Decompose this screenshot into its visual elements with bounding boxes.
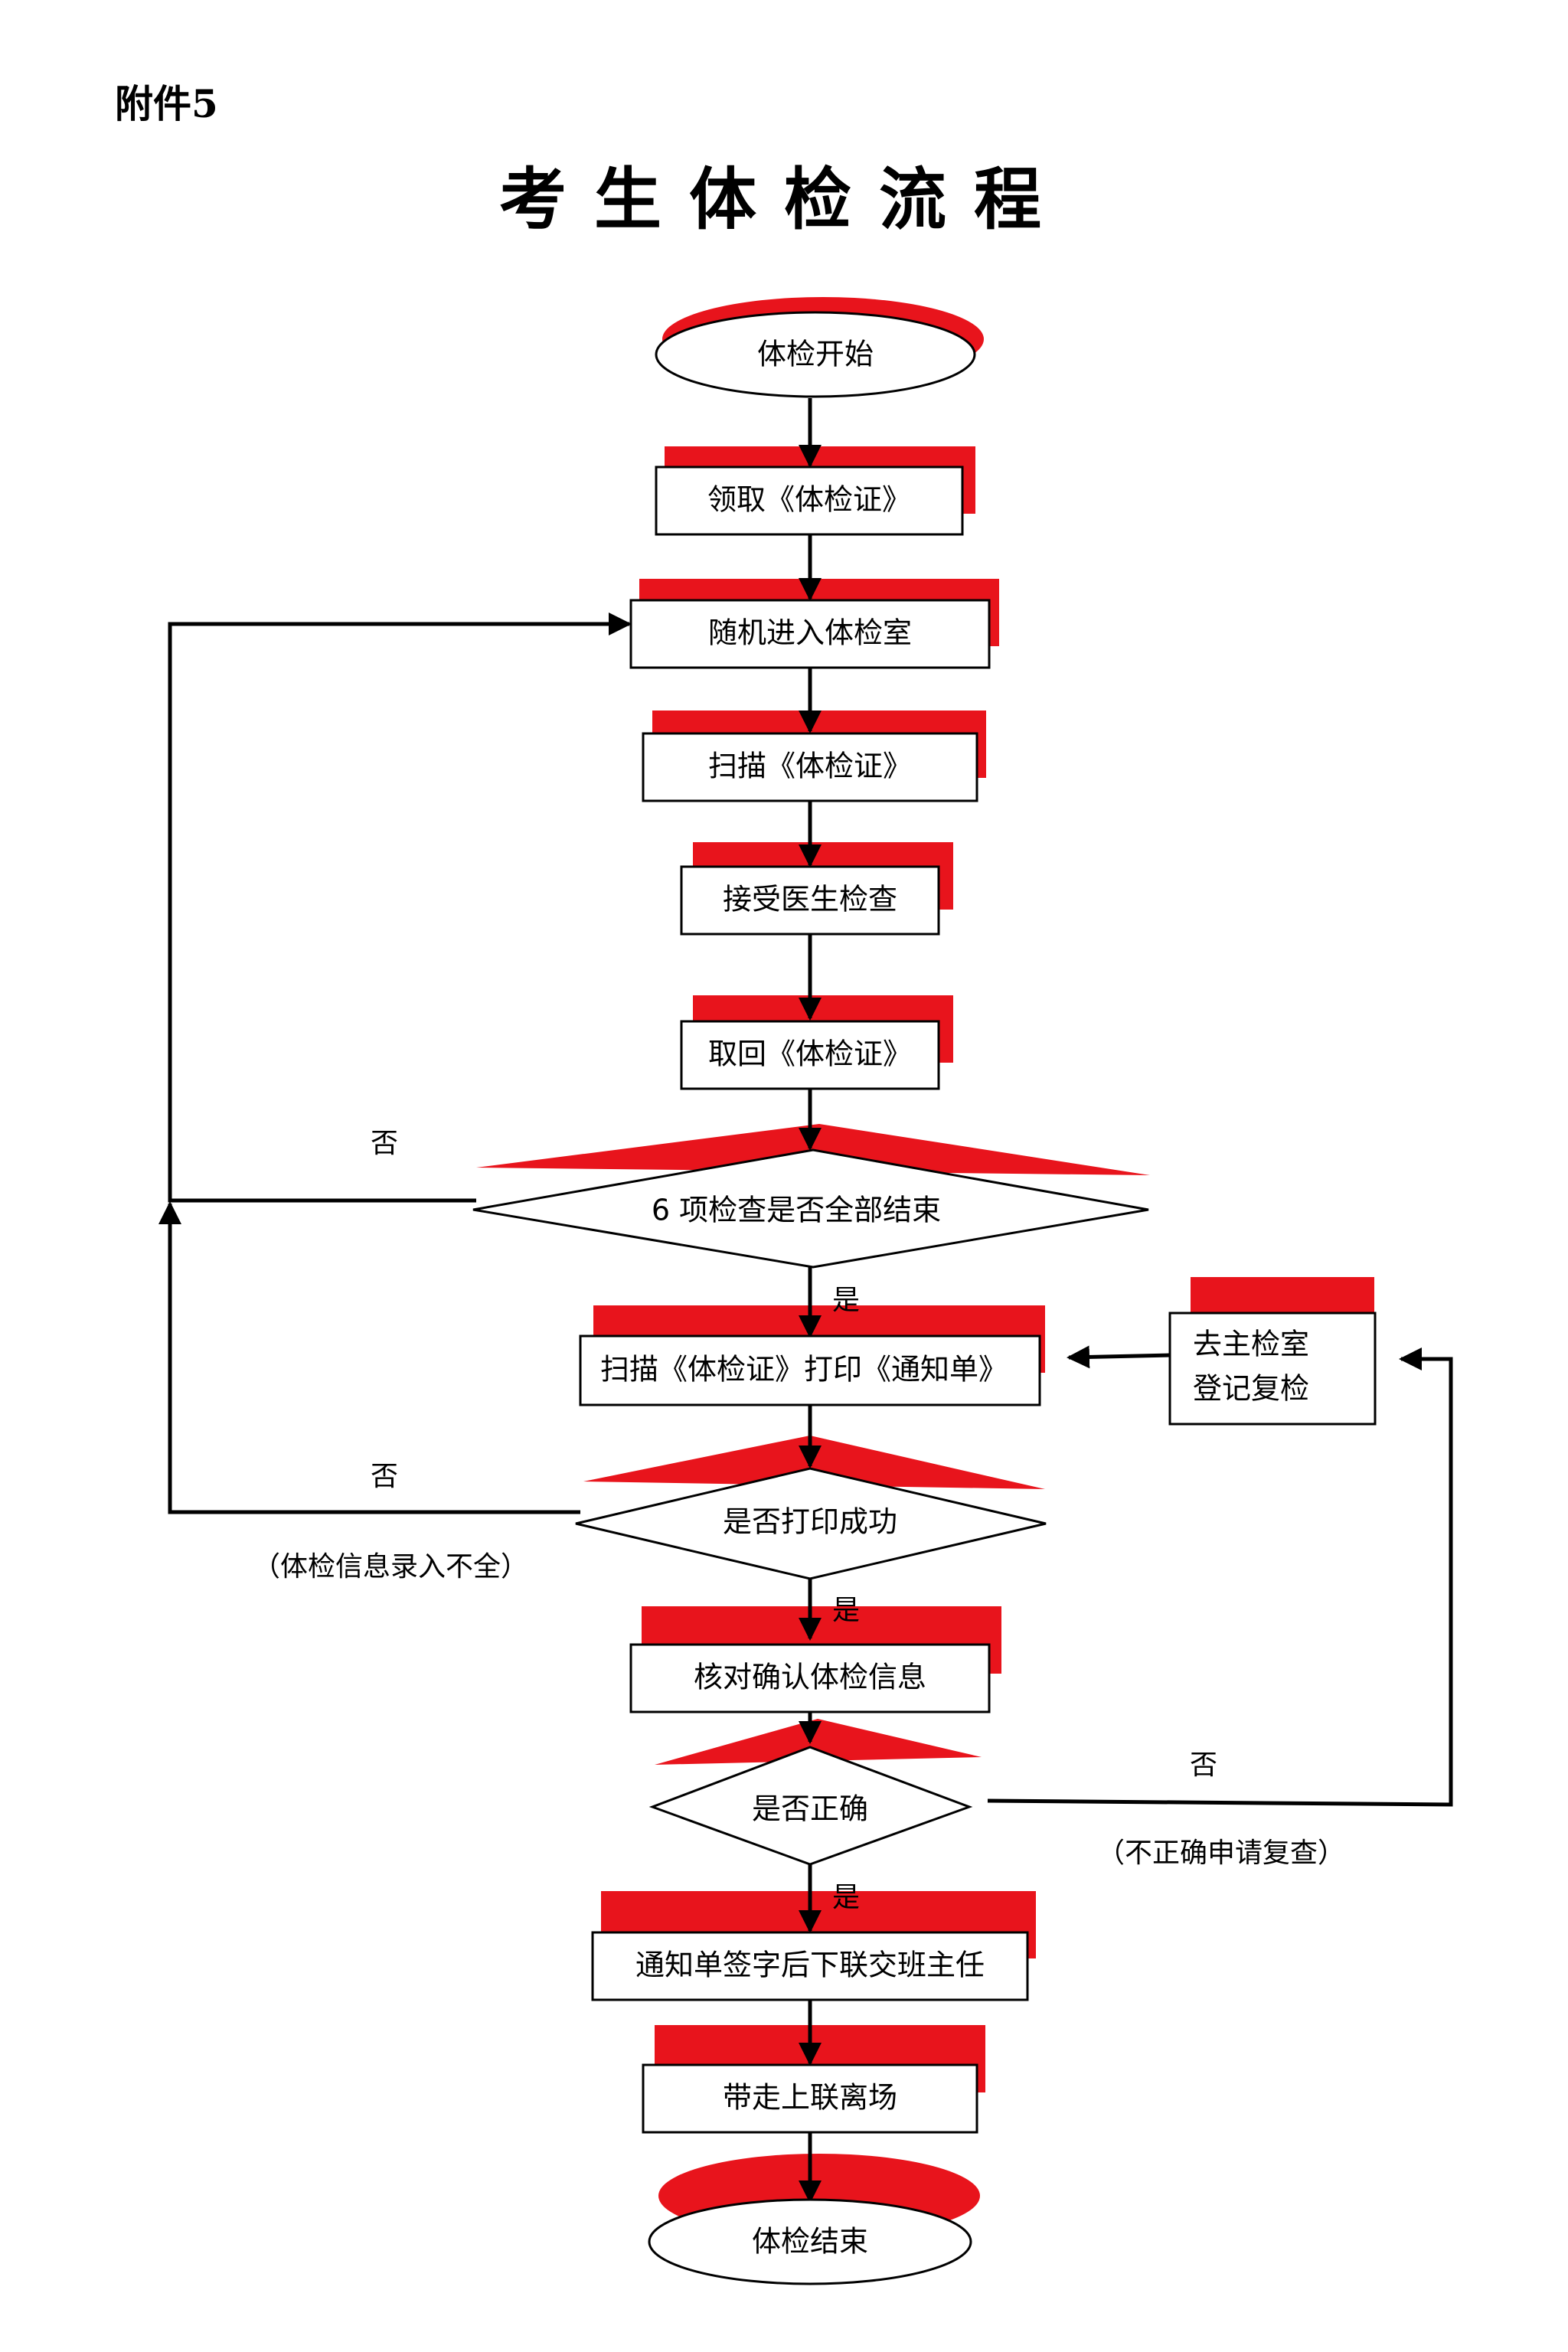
check-all-done-node (472, 1148, 1149, 1269)
retrieve-card-text: 取回《体检证》 (708, 1037, 912, 1071)
sign-notice-text: 通知单签字后下联交班主任 (635, 1949, 985, 1982)
verify-info-node (629, 1643, 991, 1713)
page-title: 考生体检流程 (498, 159, 1069, 239)
is-correct-node (648, 1746, 973, 1866)
loop-check-no (168, 612, 632, 1203)
end-text: 体检结束 (752, 2225, 868, 2259)
doctor-exam-text: 接受医生检查 (723, 883, 897, 916)
label-no-3: 否 (1190, 1749, 1217, 1781)
label-yes-1: 是 (832, 1285, 860, 1316)
recheck-text-line2: 登记复检 (1193, 1372, 1309, 1406)
annex-label: 附件5 (115, 81, 218, 126)
verify-info-text: 核对确认体检信息 (694, 1661, 926, 1694)
start-text: 体检开始 (757, 338, 874, 371)
scan-card-node (642, 732, 978, 802)
start-node (655, 311, 976, 398)
node-layer (472, 311, 1377, 2285)
is-correct-text: 是否正确 (752, 1792, 868, 1826)
label-yes-3: 是 (832, 1882, 860, 1913)
enter-room-node (629, 599, 991, 669)
node-text-layer: 体检开始 领取《体检证》 随机进入体检室 扫描《体检证》 接受医生检查 取回《体… (600, 338, 1309, 2259)
get-card-text: 领取《体检证》 (707, 483, 911, 517)
branch-label-layer: 否 是 否 （体检信息录入不全） 是 否 （不正确申请复查） 是 (253, 1128, 1345, 1913)
scan-print-node (579, 1334, 1041, 1406)
loop-correct-no (987, 1348, 1453, 1807)
label-yes-2: 是 (832, 1595, 860, 1626)
arrow-recheck-to-scan-print (1067, 1345, 1171, 1369)
recheck-node (1168, 1312, 1377, 1426)
connector-layer (158, 398, 1453, 2203)
take-leave-node (642, 2063, 978, 2134)
doctor-exam-node (680, 865, 940, 936)
end-node (648, 2198, 972, 2285)
sign-notice-node (591, 1931, 1029, 2001)
scan-card-text: 扫描《体检证》 (708, 750, 912, 783)
take-leave-text: 带走上联离场 (723, 2081, 897, 2115)
scan-print-text: 扫描《体检证》打印《通知单》 (600, 1353, 1008, 1387)
label-no-2-note: （体检信息录入不全） (253, 1551, 528, 1583)
label-no-1: 否 (371, 1128, 398, 1159)
recheck-text-line1: 去主检室 (1193, 1328, 1309, 1361)
loop-print-no (158, 1201, 580, 1514)
enter-room-text: 随机进入体检室 (708, 616, 912, 650)
print-success-text: 是否打印成功 (723, 1505, 897, 1539)
label-no-3-note: （不正确申请复查） (1097, 1838, 1345, 1869)
print-success-node (575, 1467, 1047, 1580)
label-no-2: 否 (371, 1461, 398, 1492)
get-card-node (655, 466, 964, 536)
check-all-done-text: 6 项检查是否全部结束 (652, 1194, 941, 1227)
retrieve-card-node (680, 1020, 940, 1090)
